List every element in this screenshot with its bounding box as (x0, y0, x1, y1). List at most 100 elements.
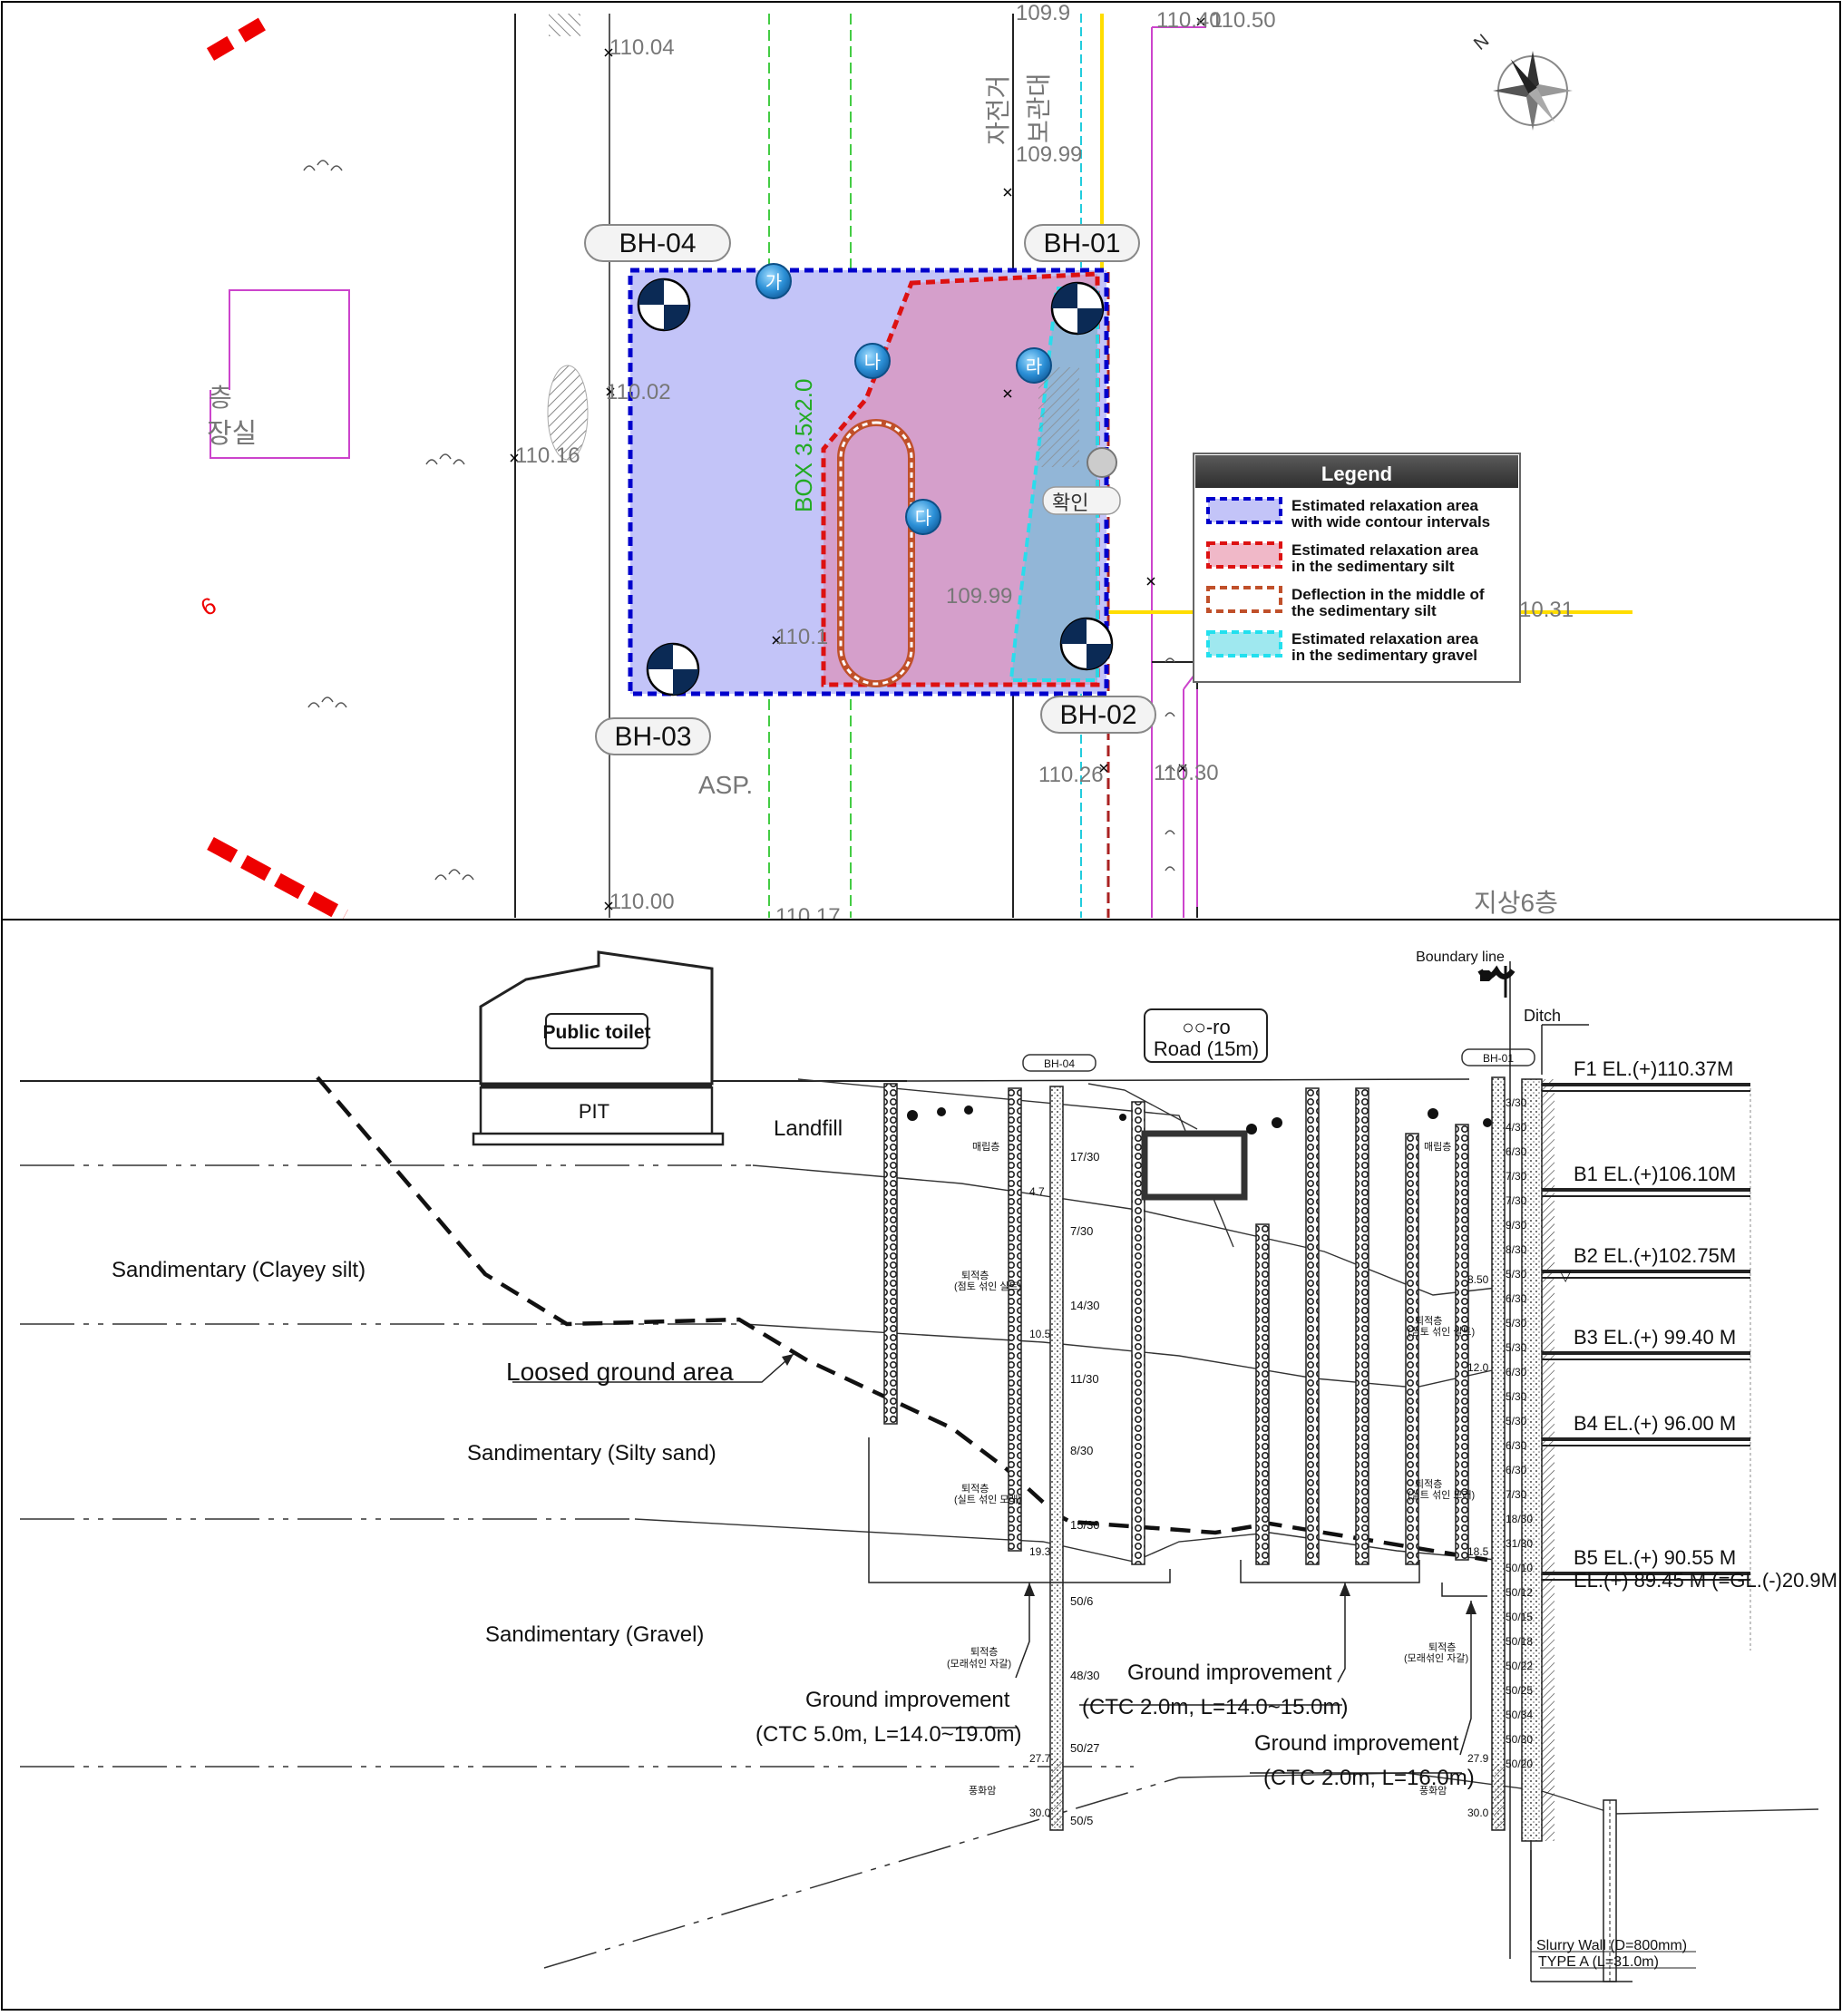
floor-level-label: B4 EL.(+) 96.00 M (1574, 1412, 1736, 1435)
n-value-bh01: 8/30 (1506, 1243, 1527, 1256)
depth-bh01: 8.50 (1467, 1273, 1489, 1286)
korean-soil-bh01: 퇴적층 (1415, 1315, 1442, 1327)
improvement-pile (1355, 1087, 1369, 1565)
n-value-bh04: 15/30 (1070, 1518, 1100, 1532)
legend-item-line2: in the sedimentary silt (1291, 558, 1455, 575)
depth-bh01: 30.0 (1467, 1807, 1489, 1819)
hatched-tree-1 (547, 365, 589, 461)
borehole-label: BH-01 (1043, 229, 1120, 258)
n-value-bh01: 5/30 (1506, 1390, 1527, 1403)
building-label-2: 장실 (207, 419, 257, 449)
legend-swatch-1 (1206, 497, 1282, 524)
n-value-bh01: 6/30 (1506, 1439, 1527, 1452)
red-boundary-dashes (206, 12, 348, 923)
depth-bh04: 19.3 (1029, 1545, 1051, 1558)
legend-item-line1: Estimated relaxation area (1291, 541, 1479, 559)
floor-level-label: EL.(+) 89.45 M (=GL.(-)20.9M (1574, 1569, 1837, 1592)
n-value-bh01: 50/30 (1506, 1733, 1533, 1746)
elevation-label: 110.1 (775, 625, 828, 649)
elevation-label: 110.04 (609, 35, 675, 60)
pit-label: PIT (579, 1100, 609, 1123)
borehole-tag-bh-01 (1024, 224, 1140, 262)
elevation-label: 110.16 (515, 443, 580, 468)
borehole-symbol-bh01 (1050, 281, 1105, 336)
floor-level-label: B2 EL.(+)102.75M (1574, 1244, 1736, 1267)
depth-bh01: 18.5 (1467, 1545, 1489, 1558)
bh04-section-label: BH-04 (1044, 1057, 1075, 1070)
floor-level-label: B1 EL.(+)106.10M (1574, 1163, 1736, 1185)
n-value-bh04: 50/6 (1070, 1594, 1093, 1608)
borehole-symbol-bh03 (646, 642, 700, 696)
korean-soil-bh04: 매립층 (972, 1141, 999, 1153)
legend-item-line2: the sedimentary silt (1291, 602, 1437, 619)
gi-left-title: Ground improvement (805, 1688, 1010, 1712)
legend-item-line1: Estimated relaxation area (1291, 630, 1479, 648)
n-value-bh01: 50/25 (1506, 1684, 1533, 1697)
n-value-bh01: 6/30 (1506, 1464, 1527, 1476)
gi-mid-title: Ground improvement (1127, 1661, 1332, 1685)
borehole-tag-bh-04 (584, 224, 731, 262)
n-value-bh01: 7/30 (1506, 1194, 1527, 1207)
legend-swatch-3 (1206, 586, 1282, 613)
elevation-label: 110.00 (609, 890, 675, 914)
hatched-tree-2 (549, 14, 580, 36)
loosed-ground-line (316, 1076, 1488, 1563)
korean-soil-bh01: (모래섞인 자갈) (1404, 1651, 1468, 1664)
improvement-arrows (782, 1354, 1477, 1614)
public-toilet-building (472, 950, 725, 1146)
n-value-bh01: 6/30 (1506, 1366, 1527, 1378)
n-value-bh01: 5/30 (1506, 1268, 1527, 1281)
korean-soil-bh04: 퇴적층 (970, 1646, 998, 1658)
improvement-pile (1131, 1101, 1145, 1565)
korean-soil-bh04: 퇴적층 (961, 1270, 989, 1281)
n-value-bh04: 17/30 (1070, 1150, 1100, 1164)
borehole-label: BH-04 (619, 229, 696, 258)
floor-level-label: B5 EL.(+) 90.55 M (1574, 1546, 1736, 1569)
gi-right-title: Ground improvement (1254, 1731, 1459, 1756)
n-value-bh01: 7/30 (1506, 1170, 1527, 1183)
n-value-bh01: 4/30 (1506, 1121, 1527, 1134)
deflection-zone-inner (839, 421, 913, 686)
n-value-bh01: 50/15 (1506, 1611, 1533, 1623)
marker-label: 가 (765, 272, 782, 293)
legend-item-line1: Deflection in the middle of (1291, 586, 1485, 603)
n-value-bh01: 6/30 (1506, 1145, 1527, 1158)
borehole-label: BH-03 (614, 722, 691, 752)
n-value-bh01: 50/18 (1506, 1635, 1533, 1648)
boundary-line-label: Boundary line (1416, 950, 1505, 965)
depth-bh04: 27.7 (1029, 1752, 1051, 1765)
borehole-label: BH-02 (1059, 700, 1136, 730)
improvement-pile (1008, 1087, 1022, 1552)
n-value-bh04: 14/30 (1070, 1299, 1100, 1312)
n-value-bh01: 7/30 (1506, 1488, 1527, 1501)
n-value-bh04: 11/30 (1070, 1372, 1099, 1386)
basement-structure (1477, 961, 1751, 1982)
n-value-bh01: 50/20 (1506, 1758, 1533, 1770)
road-width-label: Road (15m) (1154, 1037, 1259, 1060)
elevation-label: 110.40 (1156, 8, 1222, 33)
floor-level-label: B3 EL.(+) 99.40 M (1574, 1326, 1736, 1349)
asp-label: ASP. (698, 771, 753, 799)
deflection-zone-outer (837, 419, 915, 687)
n-value-bh04: 48/30 (1070, 1669, 1100, 1682)
depth-bh01: 12.0 (1467, 1361, 1489, 1374)
manhole-icon (1087, 447, 1117, 478)
improvement-pile (1405, 1133, 1419, 1565)
gi-mid-spec: (CTC 2.0m, L=14.0~15.0m) (1082, 1695, 1348, 1719)
n-value-bh04: 8/30 (1070, 1444, 1093, 1457)
bike-rack-label-2: 보관대 (1025, 73, 1053, 143)
survey-points (510, 17, 1205, 911)
borehole-tag-bh-03 (595, 717, 711, 755)
legend-header (1195, 455, 1518, 488)
slurry-wall-label: Slurry Wall (D=800mm) (1536, 1938, 1687, 1953)
marker-label: 라 (1026, 356, 1042, 377)
n-value-bh01: 3/30 (1506, 1096, 1527, 1109)
improvement-brackets (512, 1353, 1532, 1941)
improvement-pile (1305, 1087, 1320, 1565)
layer-silty-sand-label: Sandimentary (Silty sand) (467, 1441, 716, 1466)
n-value-bh04: 50/27 (1070, 1741, 1100, 1755)
